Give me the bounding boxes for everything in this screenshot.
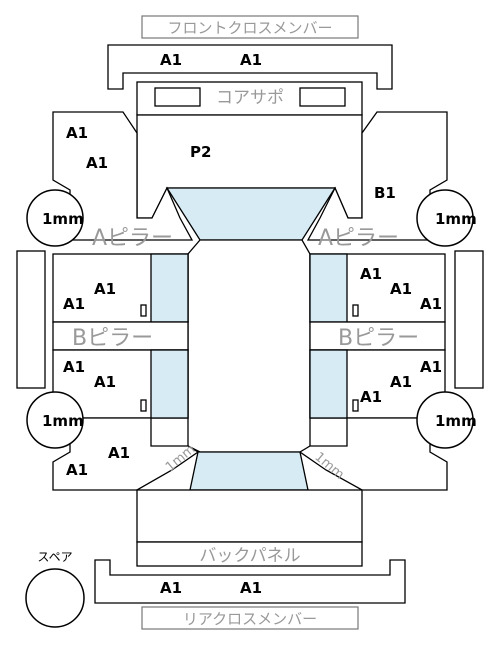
left-rear-door-glass[interactable] <box>150 349 189 419</box>
rear-crossmember-code-right: A1 <box>240 579 262 597</box>
right-front-door-code-2: A1 <box>390 280 412 298</box>
rear-right-wheel-marker[interactable] <box>416 391 474 449</box>
left-rocker-panel[interactable] <box>16 250 46 389</box>
spare-label: スペア <box>37 550 72 564</box>
rear-right-wheel-code: 1mm <box>435 412 477 430</box>
rear-crossmember-label: リアクロスメンバー <box>183 610 317 628</box>
right-fender-code: B1 <box>374 184 396 202</box>
roof-panel[interactable] <box>187 239 311 453</box>
left-rear-door-code-1: A1 <box>63 358 85 376</box>
front-left-wheel-code: 1mm <box>42 210 84 228</box>
left-rear-door-code-2: A1 <box>94 373 116 391</box>
left-front-door-code-2: A1 <box>63 295 85 313</box>
front-left-wheel-marker[interactable] <box>26 189 84 247</box>
right-front-door-code-1: A1 <box>360 265 382 283</box>
right-front-door-glass[interactable] <box>309 253 348 323</box>
hood-code: P2 <box>190 143 211 161</box>
left-fender-code-2: A1 <box>86 154 108 172</box>
b-pillar-left-label: Bピラー <box>72 326 153 351</box>
right-front-fender[interactable] <box>306 111 448 241</box>
b-pillar-right[interactable] <box>309 321 446 351</box>
front-crossmember-code-left: A1 <box>160 51 182 69</box>
left-quarter-code-2: A1 <box>66 461 88 479</box>
back-panel-label: バックパネル <box>199 546 300 566</box>
right-rear-door-code-3: A1 <box>360 388 382 406</box>
left-quarter-code-1: A1 <box>108 444 130 462</box>
core-support-label: コアサポ <box>216 88 284 108</box>
right-rear-door-glass[interactable] <box>309 349 348 419</box>
rear-left-wheel-code: 1mm <box>42 412 84 430</box>
left-rear-quarter-panel[interactable] <box>51 417 200 491</box>
a-pillar-left-label: Aピラー <box>92 226 173 251</box>
front-right-wheel-code: 1mm <box>435 210 477 228</box>
back-panel[interactable] <box>136 541 363 567</box>
right-rear-door-code-1: A1 <box>420 358 442 376</box>
right-rear-door-code-2: A1 <box>390 373 412 391</box>
right-front-door-code-3: A1 <box>420 295 442 313</box>
trunk-lid[interactable] <box>136 489 363 543</box>
windshield[interactable] <box>165 187 337 241</box>
right-rocker-panel[interactable] <box>454 250 484 389</box>
core-support-left-opening <box>154 87 201 107</box>
b-pillar-right-label: Bピラー <box>338 326 419 351</box>
front-crossmember[interactable] <box>107 44 393 90</box>
spare-tire-marker[interactable] <box>25 568 85 628</box>
left-front-fender[interactable] <box>52 111 194 241</box>
left-rear-door-handle <box>140 399 147 412</box>
rear-crossmember-code-left: A1 <box>160 579 182 597</box>
left-front-door-code-1: A1 <box>94 280 116 298</box>
right-rear-quarter-panel[interactable] <box>298 417 449 491</box>
rear-crossmember-label-box <box>141 606 359 630</box>
left-fender-code-1: A1 <box>66 124 88 142</box>
front-crossmember-code-right: A1 <box>240 51 262 69</box>
front-right-wheel-marker[interactable] <box>416 189 474 247</box>
left-front-door-handle <box>140 304 147 317</box>
core-support-right-opening <box>299 87 346 107</box>
a-pillar-right-label: Aピラー <box>318 226 399 251</box>
right-front-door-handle <box>352 304 359 317</box>
rear-left-wheel-marker[interactable] <box>26 391 84 449</box>
rear-crossmember[interactable] <box>94 559 406 604</box>
front-crossmember-label-box <box>141 15 359 39</box>
front-crossmember-label: フロントクロスメンバー <box>167 19 332 37</box>
right-rear-door-handle <box>352 399 359 412</box>
rear-window[interactable] <box>189 451 309 491</box>
left-front-door-glass[interactable] <box>150 253 189 323</box>
